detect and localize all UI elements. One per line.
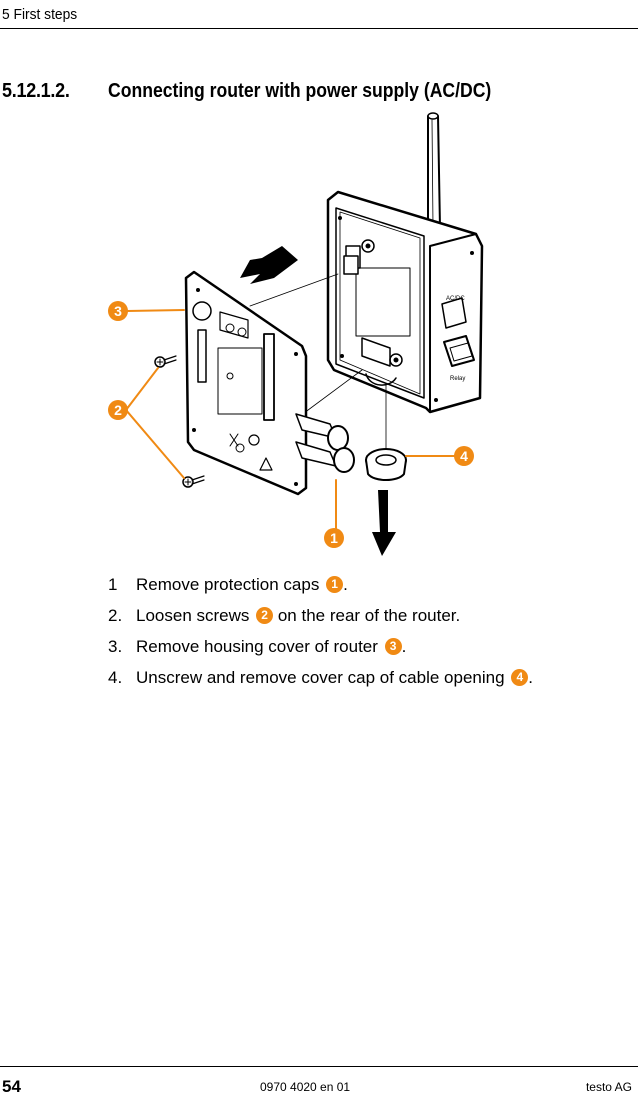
svg-text:AC/DC: AC/DC	[446, 296, 465, 302]
callout-2: 2	[108, 400, 128, 420]
callout-1: 1	[324, 528, 344, 548]
callout-4: 4	[454, 446, 474, 466]
svg-text:1: 1	[330, 530, 338, 546]
step-number: 2.	[108, 606, 123, 625]
callout-3: 3	[108, 301, 128, 321]
arrow-down-icon	[372, 490, 396, 556]
step-suffix: on the rear of the router.	[273, 606, 461, 625]
protection-caps	[295, 413, 355, 473]
company-name: testo AG	[585, 1080, 632, 1094]
screw-icon	[154, 355, 177, 368]
svg-text:4: 4	[460, 448, 468, 464]
step-text: Loosen screws	[136, 606, 250, 625]
step-suffix: .	[401, 637, 407, 656]
instruction-steps: 1 Remove protection caps 1. 2. Loosen sc…	[108, 573, 628, 697]
page-number: 54	[2, 1077, 21, 1096]
svg-text:3: 3	[114, 303, 122, 319]
callout-badge: 3	[384, 638, 402, 655]
section-title: Connecting router with power supply (AC/…	[108, 80, 492, 102]
screw-icon	[182, 475, 205, 488]
document-code: 0970 4020 en 01	[260, 1080, 351, 1094]
step-text: Remove protection caps	[136, 575, 320, 594]
step-number: 1	[108, 575, 118, 594]
svg-text:Relay: Relay	[450, 376, 465, 382]
step-text: Remove housing cover of router	[136, 637, 378, 656]
section-number: 5.12.1.2.	[2, 80, 70, 102]
housing-cover	[184, 270, 308, 496]
step-text: Unscrew and remove cover cap of cable op…	[136, 668, 505, 687]
step-suffix: .	[343, 575, 348, 594]
cable-cover-cap	[365, 448, 407, 481]
svg-text:2: 2	[114, 402, 122, 418]
callout-badge: 1	[326, 576, 344, 593]
step-1: 1 Remove protection caps 1.	[108, 573, 628, 604]
callout-badge: 2	[256, 607, 274, 624]
router-disassembly-illustration: AC/DC Relay	[108, 112, 484, 556]
page-header: 5 First steps	[0, 0, 638, 29]
step-suffix: .	[528, 668, 534, 687]
step-number: 4.	[108, 668, 123, 687]
antenna-icon	[427, 112, 441, 229]
step-2: 2. Loosen screws 2 on the rear of the ro…	[108, 604, 628, 635]
arrow-left-icon	[240, 246, 298, 284]
step-number: 3.	[108, 637, 123, 656]
page-footer: 54 0970 4020 en 01 testo AG	[0, 1066, 638, 1099]
chapter-title: 5 First steps	[2, 6, 78, 23]
callout-badge: 4	[511, 669, 529, 686]
router-housing: AC/DC Relay	[326, 190, 484, 414]
step-4: 4. Unscrew and remove cover cap of cable…	[108, 666, 628, 697]
step-3: 3. Remove housing cover of router 3.	[108, 635, 628, 666]
